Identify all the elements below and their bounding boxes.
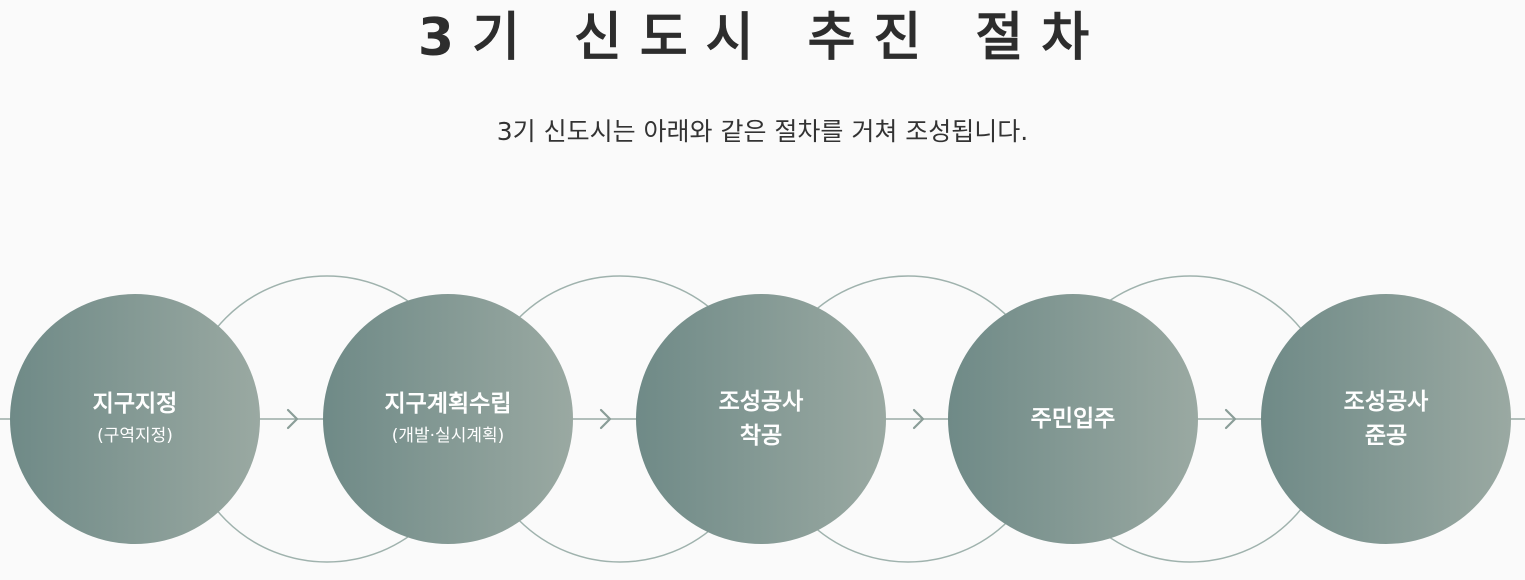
step-5: 조성공사 준공: [1261, 294, 1511, 544]
step-1: 지구지정 (구역지정): [10, 294, 260, 544]
chevron-right-icon: [912, 408, 925, 430]
step-label-line2: 착공: [739, 423, 783, 449]
step-circle: [323, 294, 573, 544]
step-label-line2: 준공: [1364, 423, 1408, 449]
page-subtitle: 3기 신도시는 아래와 같은 절차를 거쳐 조성됩니다.: [496, 117, 1029, 146]
step-circle: [948, 294, 1198, 544]
step-label: 조성공사: [718, 389, 804, 415]
step-label: 조성공사: [1343, 389, 1429, 415]
step-label: 주민입주: [1030, 406, 1116, 432]
step-2: 지구계획수립 (개발·실시계획): [323, 294, 573, 544]
step-3: 조성공사 착공: [636, 294, 886, 544]
chevron-right-icon: [286, 408, 299, 430]
step-sublabel: (구역지정): [97, 426, 173, 446]
step-circle: [1261, 294, 1511, 544]
chevron-right-icon: [599, 408, 612, 430]
step-label: 지구계획수립: [384, 391, 512, 417]
step-circle: [636, 294, 886, 544]
step-4: 주민입주: [948, 294, 1198, 544]
step-label: 지구지정: [92, 391, 178, 417]
page-title: 3기 신도시 추진 절차: [417, 8, 1108, 68]
chevron-right-icon: [1224, 408, 1237, 430]
step-sublabel: (개발·실시계획): [391, 426, 505, 446]
step-circle: [10, 294, 260, 544]
